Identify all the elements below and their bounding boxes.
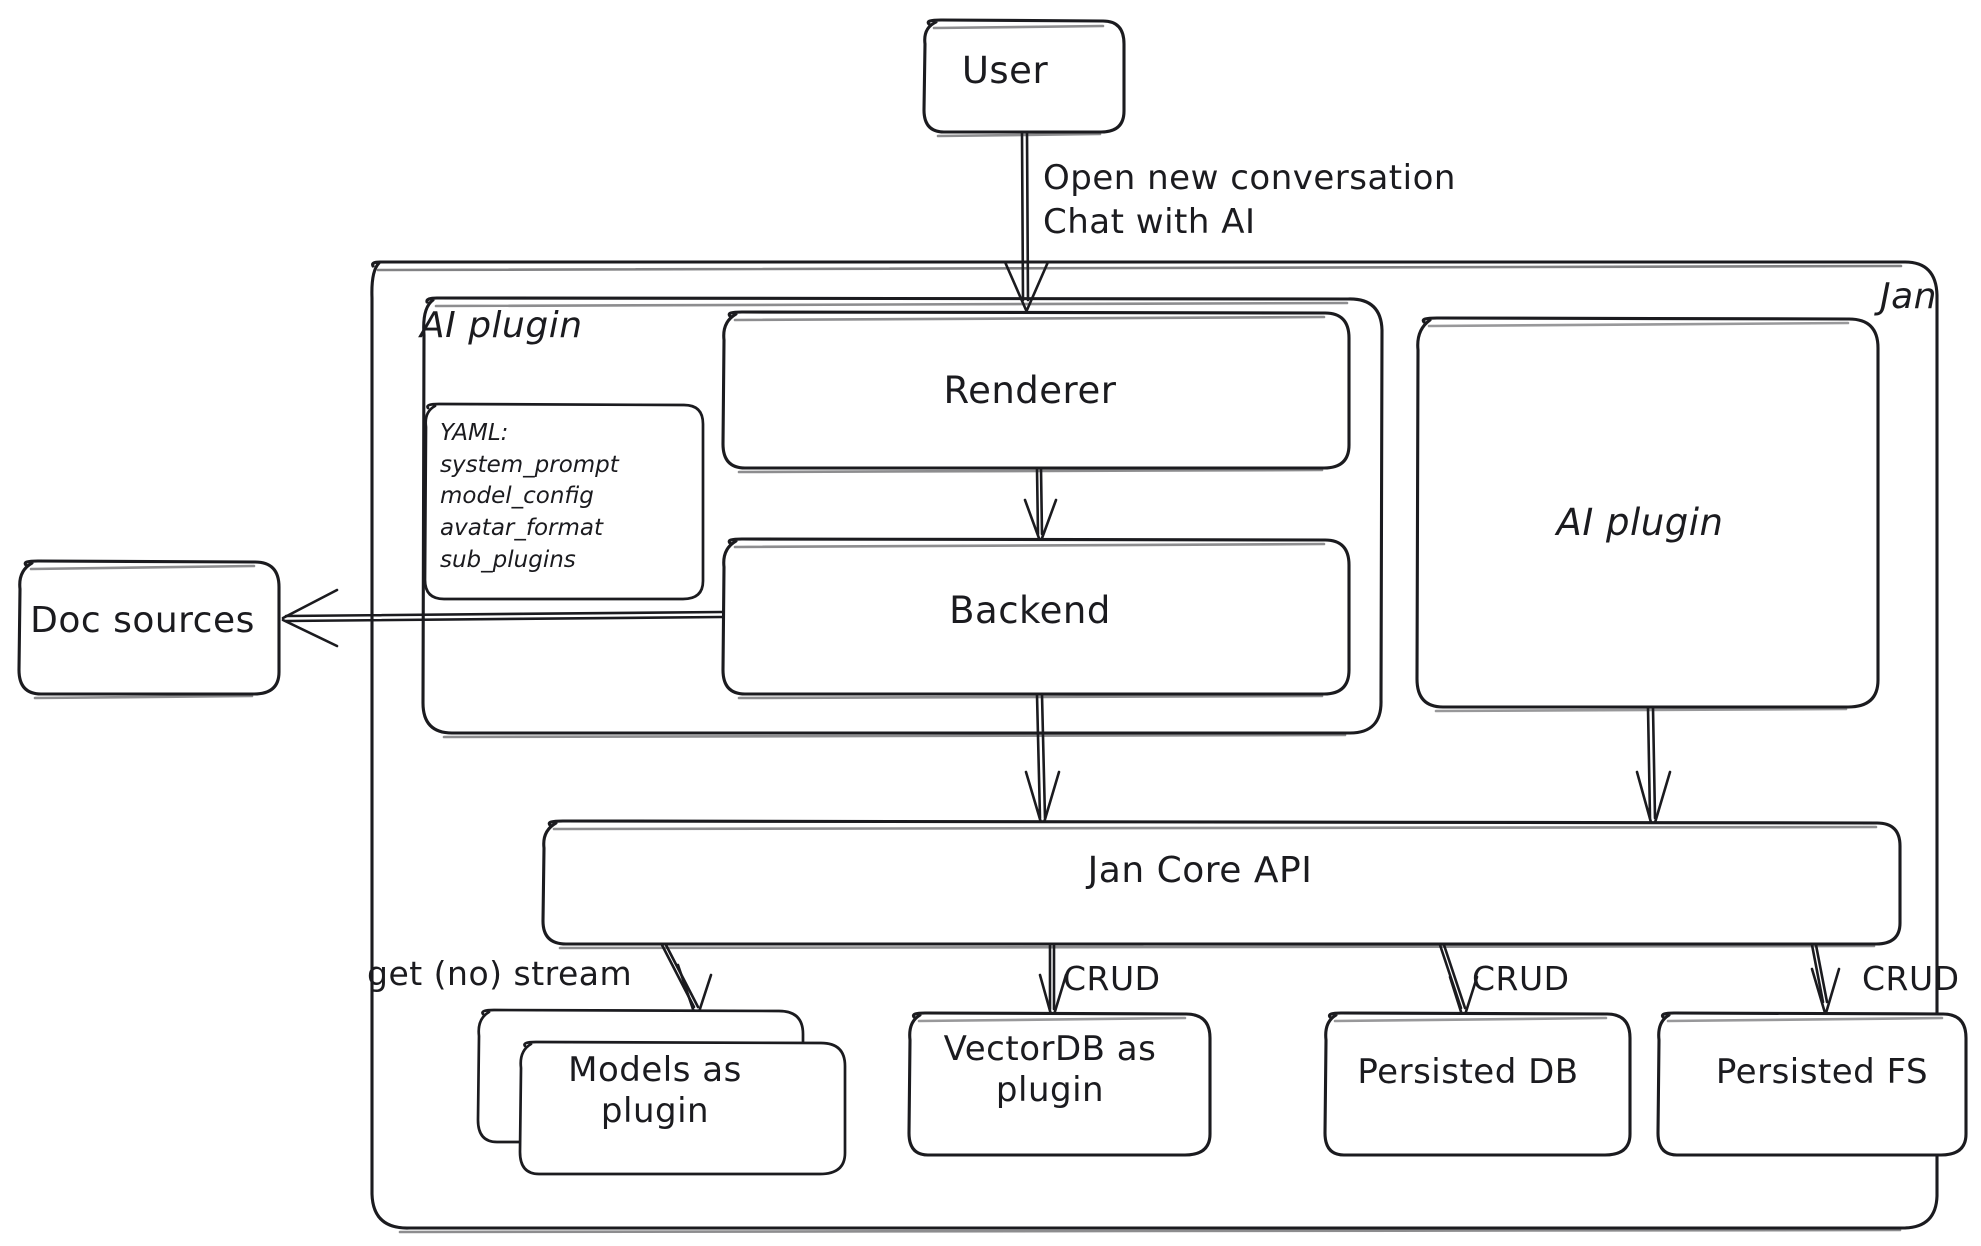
node-models-shape: [476, 1008, 847, 1176]
node-doc-sources-shape: [17, 559, 281, 700]
edge-jancore-to-persisteddb: [1438, 943, 1479, 1020]
node-user-shape: [922, 18, 1126, 138]
node-vectordb-shape: [907, 1011, 1212, 1157]
edge-jancore-to-vectordb: [1038, 943, 1068, 1020]
edge-aiplugin-to-jancore: [1635, 706, 1672, 828]
edge-renderer-to-backend: [1023, 467, 1058, 543]
node-backend-shape: [721, 537, 1351, 700]
group-ai-plugin-container: [421, 296, 1384, 739]
edge-jancore-to-models: [660, 943, 713, 1020]
edge-backend-to-jancore: [1024, 693, 1061, 828]
node-yaml-shape: [423, 402, 705, 601]
node-renderer-shape: [721, 310, 1351, 474]
node-persisteddb-shape: [1323, 1011, 1632, 1157]
group-jan-container: [370, 260, 1939, 1234]
node-persistedfs-shape: [1656, 1011, 1968, 1157]
edge-backend-to-doc-sources: [281, 588, 724, 648]
edge-jancore-to-persistedfs: [1810, 943, 1841, 1015]
node-ai-plugin-shape: [1415, 316, 1880, 713]
node-jancore-shape: [541, 819, 1902, 950]
edge-user-to-renderer: [1003, 131, 1050, 312]
